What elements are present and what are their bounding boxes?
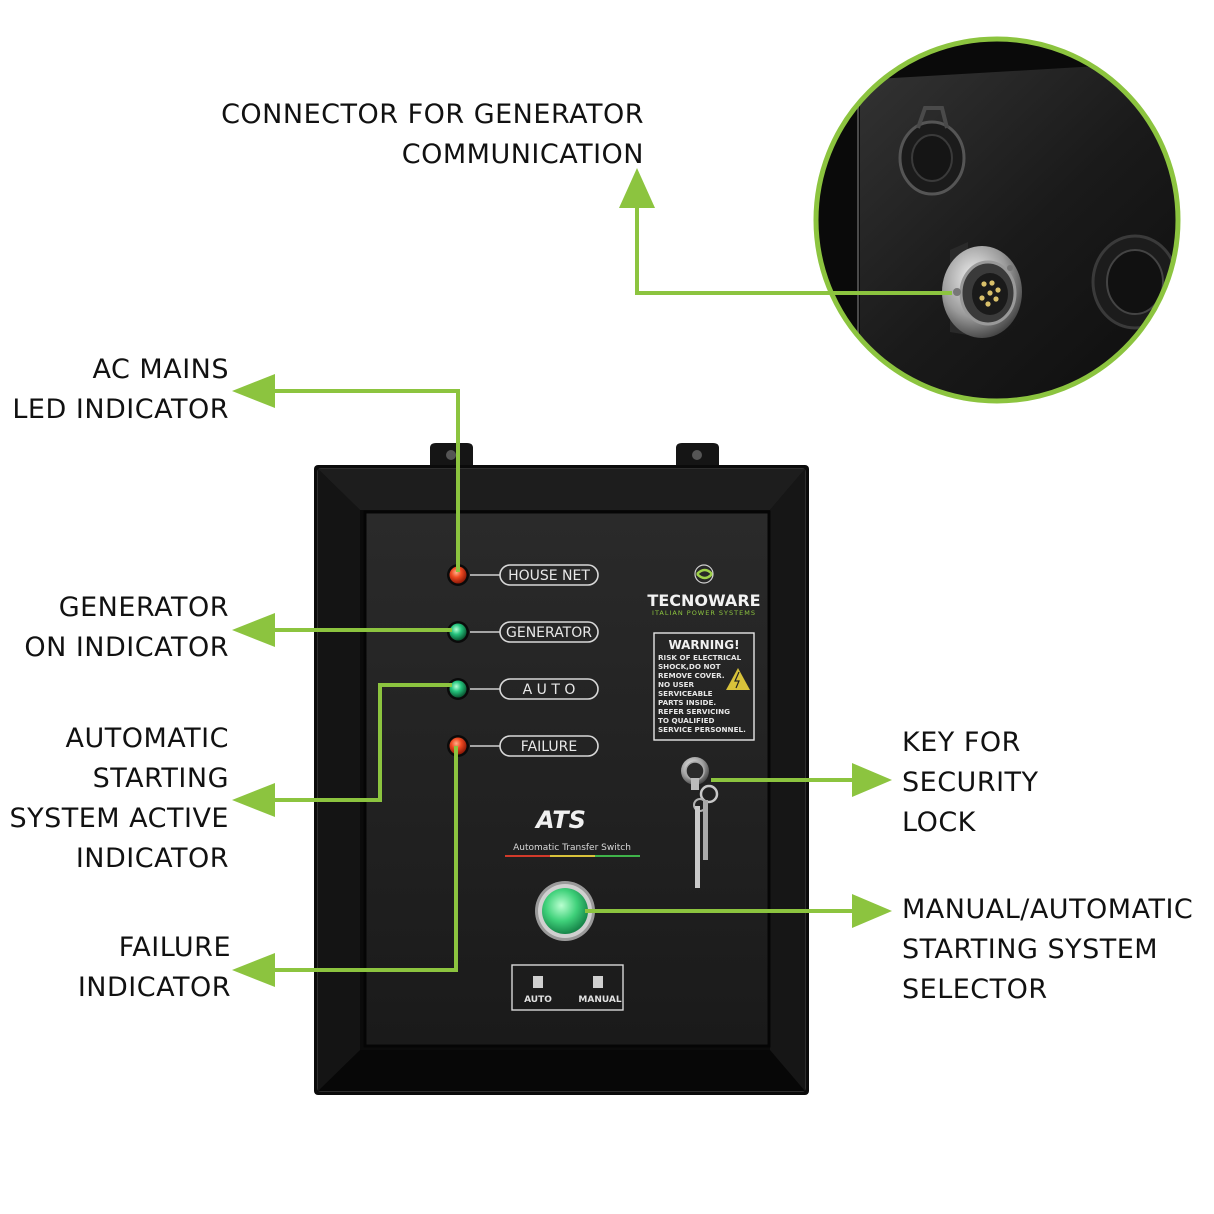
led-label-generator: GENERATOR xyxy=(506,625,592,641)
callout-line: LOCK xyxy=(902,807,976,838)
leader-lines xyxy=(262,200,952,972)
callout-line: LED INDICATOR xyxy=(12,394,229,425)
callout-line: SYSTEM ACTIVE xyxy=(9,803,229,834)
arrow-left-icon xyxy=(232,953,275,987)
callout-key: KEY FOR SECURITY LOCK xyxy=(902,723,1039,843)
arrow-right-icon xyxy=(852,894,892,928)
mounting-tabs xyxy=(430,443,719,467)
callout-line: KEY FOR xyxy=(902,727,1021,758)
callout-line: MANUAL/AUTOMATIC xyxy=(902,894,1194,925)
callout-line: GENERATOR xyxy=(58,592,229,623)
leader-failure xyxy=(262,746,458,972)
ats-enclosure xyxy=(314,465,809,1095)
led-label-house-net: HOUSE NET xyxy=(508,568,590,584)
arrow-left-icon xyxy=(232,783,275,817)
hazard-icon xyxy=(726,668,750,690)
leader-ac-mains xyxy=(262,389,460,572)
arrow-left-icon xyxy=(232,613,275,647)
callout-failure: FAILURE INDICATOR xyxy=(78,928,231,1008)
switch-manual-icon xyxy=(593,976,603,988)
brand-logo: TECNOWARE ITALIAN POWER SYSTEMS xyxy=(647,564,761,617)
led-house-net: HOUSE NET xyxy=(447,564,599,586)
warning-line: REMOVE COVER. xyxy=(658,671,725,680)
callout-selector: MANUAL/AUTOMATIC STARTING SYSTEM SELECTO… xyxy=(902,890,1193,1010)
callout-line: FAILURE xyxy=(118,932,231,963)
arrow-right-icon xyxy=(852,763,892,797)
callout-ac-mains: AC MAINS LED INDICATOR xyxy=(12,350,229,430)
warning-line: TO QUALIFIED xyxy=(658,716,715,725)
led-auto: A U T O xyxy=(447,678,599,700)
key-lock xyxy=(681,757,719,888)
model-subtitle: Automatic Transfer Switch xyxy=(513,843,631,853)
leader-auto xyxy=(262,683,452,802)
switch-manual-label: MANUAL xyxy=(578,995,621,1005)
warning-line: SERVICEABLE xyxy=(658,689,713,698)
selector-button[interactable] xyxy=(535,881,595,941)
model-name: ATS xyxy=(534,806,586,834)
warning-line: SHOCK,DO NOT xyxy=(658,662,721,671)
arrow-up-icon xyxy=(619,168,655,208)
callout-line: AUTOMATIC xyxy=(65,723,229,754)
callout-line: CONNECTOR FOR GENERATOR xyxy=(221,99,644,130)
led-generator: GENERATOR xyxy=(447,621,599,643)
callout-line: ON INDICATOR xyxy=(24,632,229,663)
ats-title: ATS Automatic Transfer Switch xyxy=(505,806,640,857)
callout-line: SECURITY xyxy=(902,767,1039,798)
warning-line: SERVICE PERSONNEL. xyxy=(658,725,746,734)
warning-line: RISK OF ELECTRICAL xyxy=(658,653,742,662)
led-label-failure: FAILURE xyxy=(521,739,577,755)
callout-line: SELECTOR xyxy=(902,974,1048,1005)
callout-line: INDICATOR xyxy=(75,843,229,874)
switch-auto-icon xyxy=(533,976,543,988)
warning-line: PARTS INSIDE. xyxy=(658,698,716,707)
arrowheads xyxy=(232,168,892,987)
leader-connector xyxy=(635,200,952,295)
callout-connector: CONNECTOR FOR GENERATOR COMMUNICATION xyxy=(221,95,644,175)
arrow-left-icon xyxy=(232,374,275,408)
brand-name: TECNOWARE xyxy=(647,591,760,610)
brand-tagline: ITALIAN POWER SYSTEMS xyxy=(652,609,756,617)
warning-line: NO USER xyxy=(658,680,695,689)
warning-line: REFER SERVICING xyxy=(658,707,730,716)
led-label-auto: A U T O xyxy=(523,682,576,698)
switch-auto-label: AUTO xyxy=(524,995,552,1005)
warning-title: WARNING! xyxy=(668,638,739,652)
warning-label: WARNING! RISK OF ELECTRICAL SHOCK,DO NOT… xyxy=(653,632,755,741)
callout-line: COMMUNICATION xyxy=(401,139,644,170)
callout-generator-on: GENERATOR ON INDICATOR xyxy=(24,588,229,668)
key-icon xyxy=(695,806,700,888)
callout-line: STARTING xyxy=(92,763,229,794)
callout-line: AC MAINS xyxy=(92,354,229,385)
tecnoware-logo-icon xyxy=(696,568,714,580)
connector-zoom xyxy=(813,36,1181,404)
callout-line: INDICATOR xyxy=(77,972,231,1003)
callout-line: STARTING SYSTEM xyxy=(902,934,1159,965)
callout-auto-active: AUTOMATIC STARTING SYSTEM ACTIVE INDICAT… xyxy=(9,719,229,879)
key-ring-icon xyxy=(699,784,719,804)
mode-switch-label: AUTO MANUAL xyxy=(511,964,624,1011)
